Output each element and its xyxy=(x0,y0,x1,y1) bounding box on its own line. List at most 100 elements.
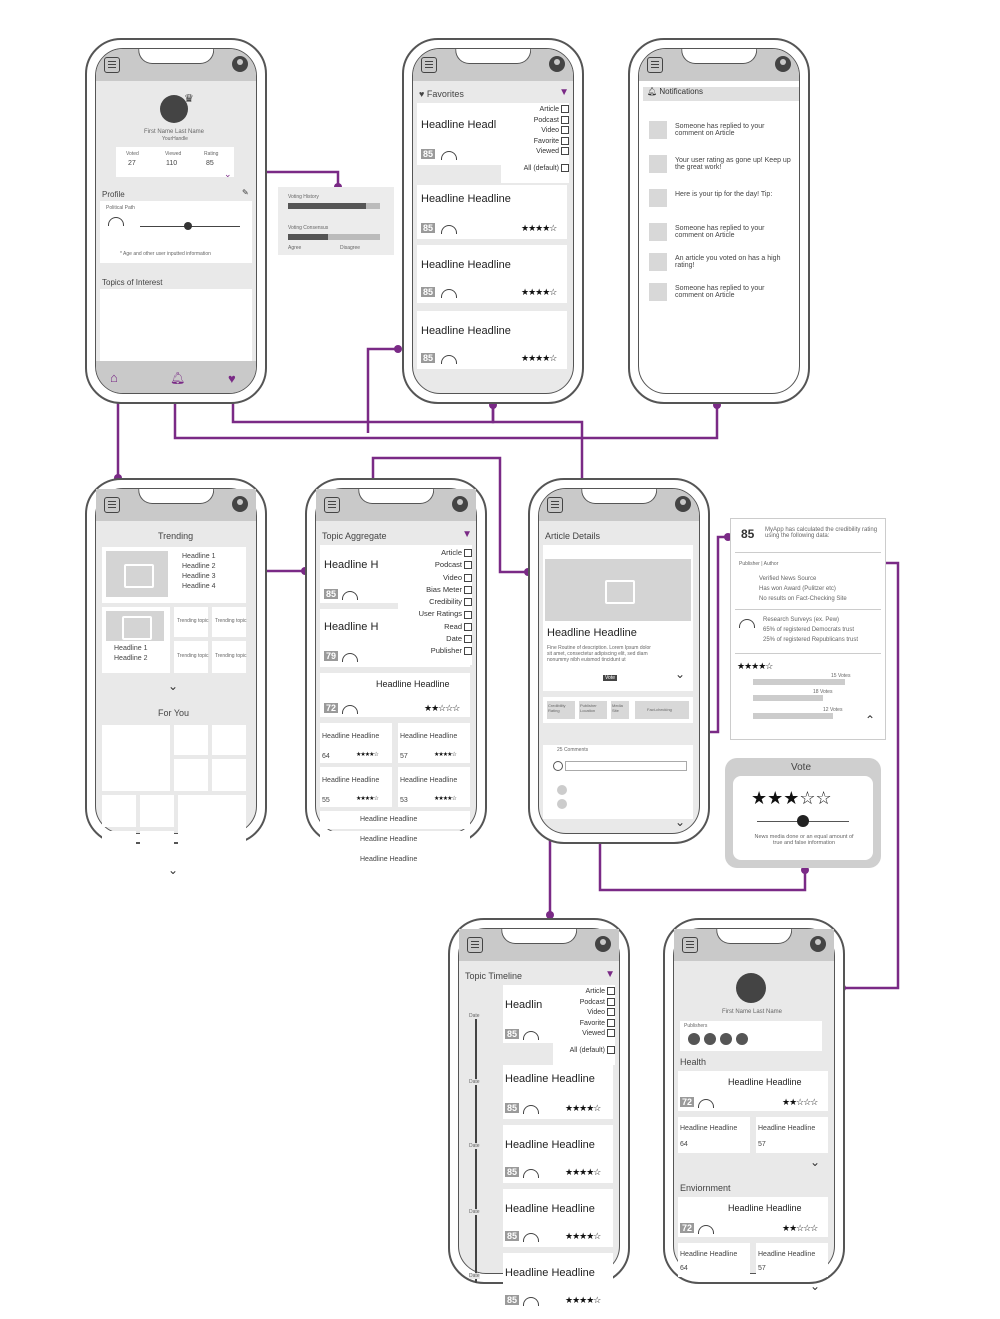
aggregate-grid-item[interactable]: Headline Headline 55 ★★★★☆ xyxy=(320,767,392,807)
aggregate-grid-item[interactable]: Headline Headline 57 ★★★★☆ xyxy=(398,723,470,763)
aggregate-item[interactable]: Headline Headline 72 ★★☆☆☆ xyxy=(320,673,470,717)
timeline-item[interactable]: Headline Headline 85 ★★★★☆ xyxy=(503,1253,613,1311)
trending-topic[interactable]: Trending topic xyxy=(212,607,247,637)
user-icon[interactable] xyxy=(595,936,611,952)
notification-item[interactable]: Your user rating as gone up! Keep up the… xyxy=(675,157,791,171)
filter-icon[interactable]: ▼ xyxy=(605,969,615,980)
menu-icon[interactable] xyxy=(104,57,120,73)
favorite-item[interactable]: Headline Headline 85 ★★★★☆ xyxy=(417,311,567,369)
author-item[interactable]: Headline Headline 72 ★★☆☆☆ xyxy=(678,1197,828,1237)
timeline-item[interactable]: Headline Headline 85 ★★★★☆ xyxy=(503,1189,613,1247)
user-icon[interactable] xyxy=(549,56,565,72)
topics-label: Topics of Interest xyxy=(102,278,163,287)
trending-topic[interactable]: Trending topic xyxy=(212,641,247,673)
user-icon[interactable] xyxy=(775,56,791,72)
notification-item[interactable]: Someone has replied to your comment on A… xyxy=(675,225,765,239)
avatar xyxy=(160,95,188,123)
article-details-screen: Article Details Headline Headline Fine R… xyxy=(528,478,710,844)
user-icon[interactable] xyxy=(810,936,826,952)
chevron-down-icon[interactable]: ⌄ xyxy=(168,863,179,877)
user-icon[interactable] xyxy=(675,496,691,512)
favorite-item[interactable]: Headline Headline 85 ★★★★☆ xyxy=(417,245,567,303)
trending-card[interactable]: Headline 1 Headline 2 xyxy=(102,607,170,673)
user-icon[interactable] xyxy=(232,56,248,72)
bell-icon[interactable]: 🔔︎ xyxy=(170,371,186,385)
filter-menu[interactable]: Article Podcast Video Favorite Viewed Al… xyxy=(501,103,569,183)
author-profile-screen: First Name Last Name Publishers Health H… xyxy=(663,918,845,1293)
trending-card[interactable]: Headline 1 Headline 2 Headline 3 Headlin… xyxy=(102,547,246,603)
article-card: Headline Headline Fine Routine of descri… xyxy=(543,545,693,691)
chevron-down-icon[interactable]: ⌄ xyxy=(810,1279,821,1293)
user-icon[interactable] xyxy=(232,496,248,512)
environment-title: Enviornment xyxy=(680,1183,731,1193)
voting-history-popup: Voting History Voting Consensus Agree Di… xyxy=(278,187,394,255)
for-you-title: For You xyxy=(158,708,190,718)
comments-section: 25 Comments xyxy=(543,745,693,819)
menu-icon[interactable] xyxy=(421,57,437,73)
chevron-down-icon[interactable]: ⌄ xyxy=(675,815,686,829)
timeline-axis xyxy=(475,1019,477,1283)
publishers-box: Publishers xyxy=(680,1021,822,1051)
heart-icon[interactable]: ♥ xyxy=(228,371,236,386)
chevron-down-icon[interactable]: ⌄ xyxy=(675,667,686,681)
profile-stats: Voted 27 Viewed 110 Rating 85 xyxy=(116,147,234,177)
health-title: Health xyxy=(680,1057,707,1067)
aggregate-list-item[interactable]: Headline Headline xyxy=(320,831,470,849)
menu-icon[interactable] xyxy=(547,497,563,513)
vote-button[interactable]: Vote xyxy=(603,675,618,681)
filter-icon[interactable]: ▼ xyxy=(462,529,472,540)
notification-item[interactable]: Here is your tip for the day! Tip: xyxy=(675,191,773,198)
chevron-down-icon[interactable]: ⌄ xyxy=(168,679,179,693)
timeline-filter-menu[interactable]: Article Podcast Video Favorite Viewed Al… xyxy=(553,985,615,1065)
notification-item[interactable]: Someone has replied to your comment on A… xyxy=(675,285,765,299)
aggregate-list-item[interactable]: Headline Headline xyxy=(320,851,470,869)
article-title: Article Details xyxy=(545,531,601,541)
timeline-item[interactable]: Headline Headline 85 ★★★★☆ xyxy=(503,1065,613,1119)
vote-popup: Vote ★★★☆☆ News media done or an equal a… xyxy=(725,758,881,868)
profile-screen: ♛ First Name Last Name YourHandle Voted … xyxy=(85,38,267,404)
profile-name: First Name Last Name xyxy=(144,129,205,135)
menu-icon[interactable] xyxy=(647,57,663,73)
menu-icon[interactable] xyxy=(324,497,340,513)
notification-item[interactable]: An article you voted on has a high ratin… xyxy=(675,255,781,269)
author-avatar xyxy=(736,973,766,1003)
trending-title: Trending xyxy=(158,531,194,541)
home-icon[interactable]: ⌂ xyxy=(110,370,118,385)
trending-topic[interactable]: Trending topic xyxy=(174,607,209,637)
favorites-title: ♥ Favorites xyxy=(419,89,464,99)
timeline-item[interactable]: Headline Headline 85 ★★★★☆ xyxy=(503,1125,613,1183)
credibility-tabs[interactable]: Credibility Rating Publisher Location Me… xyxy=(543,697,693,723)
aggregate-grid-item[interactable]: Headline Headline 64 ★★★★☆ xyxy=(320,723,392,763)
topic-timeline-screen: Topic Timeline ▼ Date Date Date Date Dat… xyxy=(448,918,630,1311)
trending-screen: Trending Headline 1 Headline 2 Headline … xyxy=(85,478,267,877)
vote-stars[interactable]: ★★★☆☆ xyxy=(751,788,832,808)
chevron-down-icon[interactable]: ⌄ xyxy=(810,1155,821,1169)
author-name: First Name Last Name xyxy=(722,1009,783,1015)
menu-icon[interactable] xyxy=(104,497,120,513)
profile-label: Profile xyxy=(102,190,125,199)
aggregate-list-item[interactable]: Headline Headline xyxy=(320,811,470,829)
filter-icon[interactable]: ▼ xyxy=(559,87,569,98)
menu-icon[interactable] xyxy=(467,937,483,953)
vote-slider[interactable] xyxy=(797,815,809,827)
chevron-down-icon[interactable]: ⌄ xyxy=(224,169,232,179)
menu-icon[interactable] xyxy=(682,937,698,953)
timeline-title: Topic Timeline xyxy=(465,971,523,981)
user-icon[interactable] xyxy=(452,496,468,512)
trending-topic[interactable]: Trending topic xyxy=(174,641,209,673)
crown-icon: ♛ xyxy=(184,93,194,105)
comment-input[interactable] xyxy=(565,761,687,771)
favorite-item[interactable]: Headline Headline 85 ★★★★☆ xyxy=(417,185,567,239)
author-item[interactable]: Headline Headline 72 ★★☆☆☆ xyxy=(678,1071,828,1111)
aggregate-grid-item[interactable]: Headline Headline 53 ★★★★☆ xyxy=(398,767,470,807)
notification-item[interactable]: Someone has replied to your comment on A… xyxy=(675,123,765,137)
aggregate-filter-menu[interactable]: Article Podcast Video Bias Meter Credibi… xyxy=(398,545,472,665)
chevron-up-icon[interactable]: ⌃ xyxy=(865,713,876,727)
aggregate-title: Topic Aggregate xyxy=(322,531,387,541)
topic-aggregate-screen: Topic Aggregate ▼ Headline H 85 Headline… xyxy=(305,478,487,869)
edit-icon[interactable]: ✎ xyxy=(242,188,249,197)
